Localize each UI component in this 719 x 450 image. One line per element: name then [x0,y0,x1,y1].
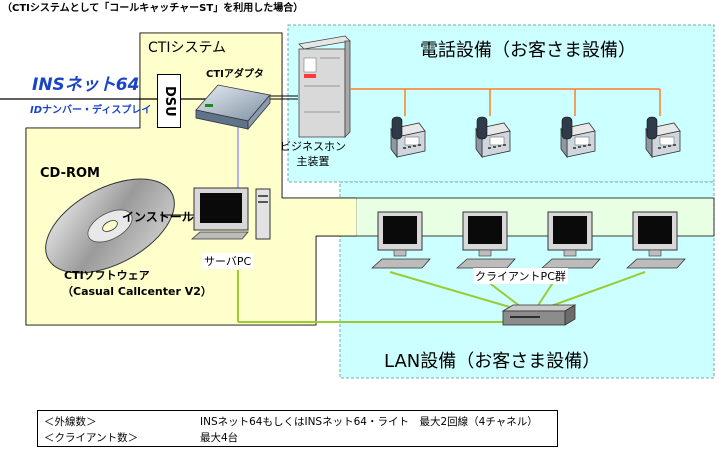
spec-label-clients: ＜クライアント数＞ [44,432,139,444]
spec-label-lines: ＜外線数＞ [44,416,97,428]
server-pc-label: サーバPC [202,253,254,269]
pbx-cabinet-icon [298,35,351,138]
telephone-area-title: 電話設備（お客さま設備） [420,40,636,61]
pbx-label: ビジネスホン 主装置 [280,139,346,169]
client-pc-icon-1 [370,211,431,269]
number-display-label: IDナンバー・ディスプレイ [30,105,152,116]
desk-phone-icon-4 [645,116,681,159]
cd-rom-label: CD-ROM [40,166,100,181]
desk-phone-icon-1 [390,116,426,159]
telephone-area [287,24,715,183]
number-display-mark-icon: ID [30,105,43,116]
cti-adapter-label: CTIアダプタ [206,69,264,80]
network-hub-icon [501,304,577,326]
cti-software-label: CTIソフトウェア （Casual Callcenter V2） [62,268,212,300]
dsu-box: DSU [157,74,181,128]
client-pc-icon-4 [625,211,686,269]
cti-software-line2: （Casual Callcenter V2） [62,285,212,298]
phone-lines [350,88,661,116]
desk-phone-icon-3 [560,116,596,159]
client-pcs-label: クライアントPC群 [473,268,568,284]
pbx-label-line2: 主装置 [296,155,330,168]
desk-phone-icon-2 [475,116,511,159]
ins-net-logo: INSネット64 [32,75,140,95]
spec-value-lines: INSネット64もしくはINSネット64・ライト 最大2回線（4チャネル） [200,416,538,428]
pbx-label-line1: ビジネスホン [280,140,346,153]
diagram-caption: （CTIシステムとして「コールキャッチャーST」を利用した場合） [2,3,304,14]
lan-area-title: LAN設備（お客さま設備） [384,351,601,372]
client-pc-icon-2 [455,211,516,269]
spec-value-clients: 最大4台 [200,432,239,444]
spec-info-box: ＜外線数＞ INSネット64もしくはINSネット64・ライト 最大2回線（4チャ… [37,410,558,447]
client-pc-icon-3 [540,211,601,269]
install-label: インストール [122,210,194,224]
cti-software-line1: CTIソフトウェア [64,269,150,282]
dsu-label: DSU [162,85,177,117]
server-pc-icon [190,187,271,240]
cti-adapter-icon [195,84,271,131]
cti-system-title: CTIシステム [148,40,227,56]
cd-rom-disc-icon [45,178,175,274]
